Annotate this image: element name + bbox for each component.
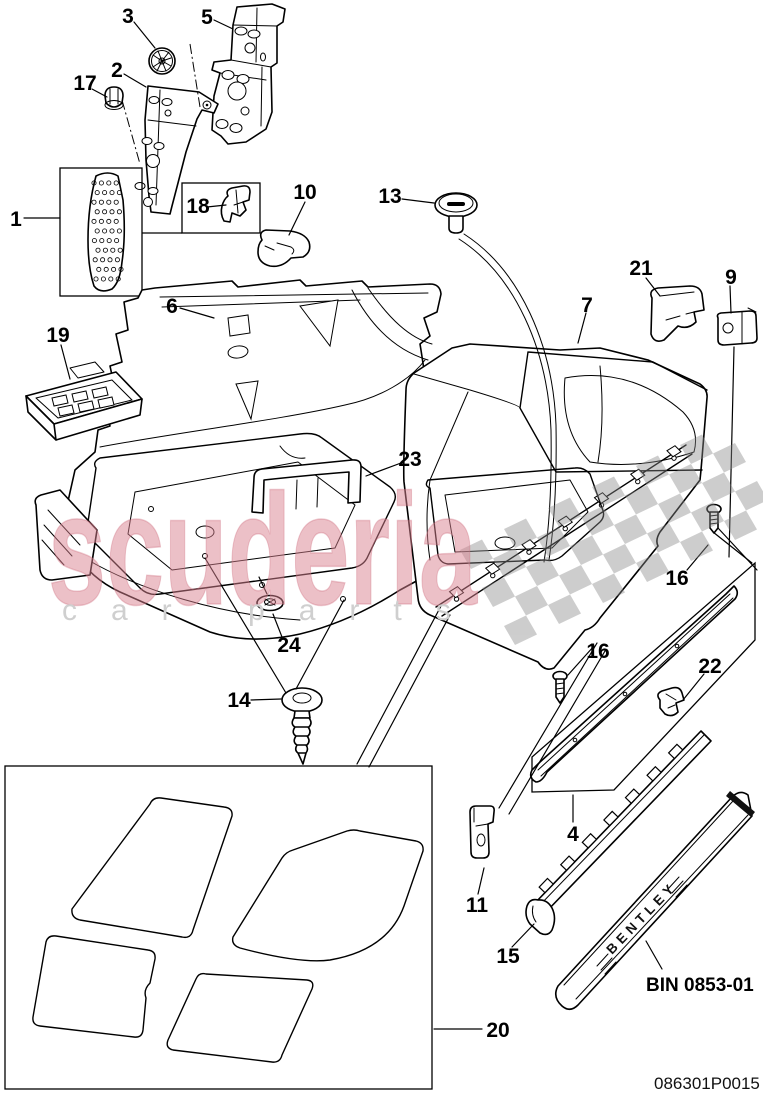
part-push-pin-13 xyxy=(434,192,557,563)
callout-14: 14 xyxy=(227,689,251,712)
checkered-flag-watermark xyxy=(460,434,763,645)
part-pillar-trim-panel xyxy=(211,3,286,145)
callout-1: 1 xyxy=(10,208,22,231)
part-clip-18-box xyxy=(181,182,261,234)
callout-16: 16 xyxy=(665,567,688,590)
callout-6: 6 xyxy=(166,295,178,318)
callout-2: 2 xyxy=(111,59,123,82)
callout-5: 5 xyxy=(201,6,213,29)
callout-23: 23 xyxy=(398,448,421,471)
plate-brand-text: BENTLEY xyxy=(603,879,679,957)
callout-24: 24 xyxy=(277,634,301,657)
callout-13: 13 xyxy=(378,185,401,208)
watermark-brand-text: scuderia xyxy=(48,462,478,638)
axis-lines xyxy=(121,43,201,165)
part-insulation-pad-10 xyxy=(257,229,311,268)
part-tunnel-bracket-23 xyxy=(251,459,362,514)
watermark: scuderia car parts xyxy=(47,462,485,639)
callout-4: 4 xyxy=(567,823,579,846)
callout-3: 3 xyxy=(122,5,134,28)
part-footrest-pad-box xyxy=(59,167,182,297)
part-push-rivet-14 xyxy=(281,687,323,765)
part-speed-nut xyxy=(104,86,124,110)
part-rear-floor-carpet xyxy=(402,343,708,670)
callout-17: 17 xyxy=(73,72,96,95)
callout-22: 22 xyxy=(698,655,721,678)
part-clip-22 xyxy=(657,686,685,717)
part-clip-9 xyxy=(716,307,758,346)
part-tray-19 xyxy=(25,361,143,441)
callout-19: 19 xyxy=(46,324,69,347)
part-clip-11 xyxy=(469,805,495,859)
part-floor-mats-box xyxy=(4,765,433,1090)
callout-20: 20 xyxy=(486,1019,509,1042)
part-screw-16-lower xyxy=(552,670,568,704)
part-front-floor-carpet xyxy=(61,279,452,640)
callout-7: 7 xyxy=(581,294,593,317)
watermark-subtitle-text: car parts xyxy=(62,594,485,627)
callout-15: 15 xyxy=(496,945,520,968)
part-footrest-bracket-panel xyxy=(134,85,219,215)
bin-code-text: BIN 0853-01 xyxy=(646,975,754,996)
callout-10: 10 xyxy=(293,181,316,204)
part-screw-16-upper xyxy=(706,503,722,534)
callout-9: 9 xyxy=(725,266,737,289)
part-number-text: 086301P0015 xyxy=(654,1074,760,1093)
callout-11: 11 xyxy=(466,894,489,917)
part-washer-24 xyxy=(256,594,284,612)
plate-black-band xyxy=(726,791,755,817)
callout-16: 16 xyxy=(586,640,609,663)
strip-raised-blocks xyxy=(538,743,684,894)
leader-lines xyxy=(23,19,758,1030)
floor-mat-set xyxy=(32,797,424,1063)
callout-21: 21 xyxy=(629,257,653,280)
footrest-pad-dots xyxy=(91,180,124,282)
part-grommet xyxy=(148,47,176,75)
callout-18: 18 xyxy=(186,195,210,218)
part-carpet-corner-flap xyxy=(34,489,98,581)
